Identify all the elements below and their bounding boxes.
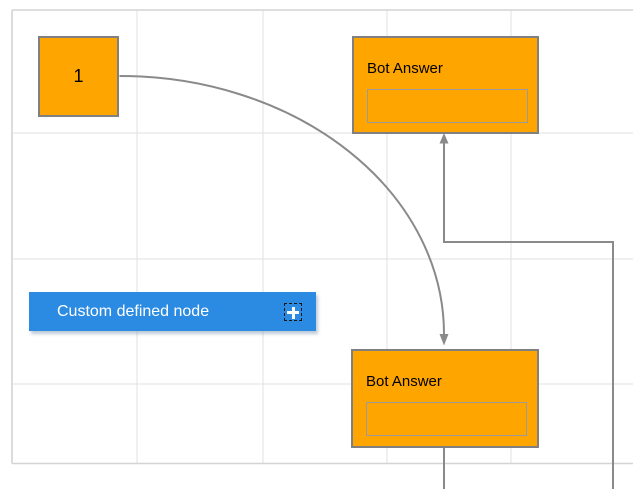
add-node-button[interactable] (284, 303, 302, 321)
connector-orthogonal[interactable] (443, 143, 614, 489)
connector-curve[interactable] (119, 74, 445, 335)
node-text-input[interactable] (367, 89, 528, 123)
node-title: Bot Answer (366, 373, 442, 390)
arrowhead-up-icon (439, 133, 449, 144)
node-bot-answer-bottom[interactable]: Bot Answer (351, 349, 539, 448)
node-text-input[interactable] (366, 402, 527, 436)
node-custom-label: Custom defined node (57, 302, 210, 320)
node-custom-defined[interactable]: Custom defined node (29, 292, 316, 331)
arrowhead-down-icon (439, 334, 449, 346)
node-start[interactable]: 1 (38, 36, 119, 117)
node-title: Bot Answer (367, 60, 443, 77)
node-start-label: 1 (73, 66, 84, 86)
node-bot-answer-top[interactable]: Bot Answer (352, 36, 539, 134)
connector-layer (119, 74, 614, 489)
